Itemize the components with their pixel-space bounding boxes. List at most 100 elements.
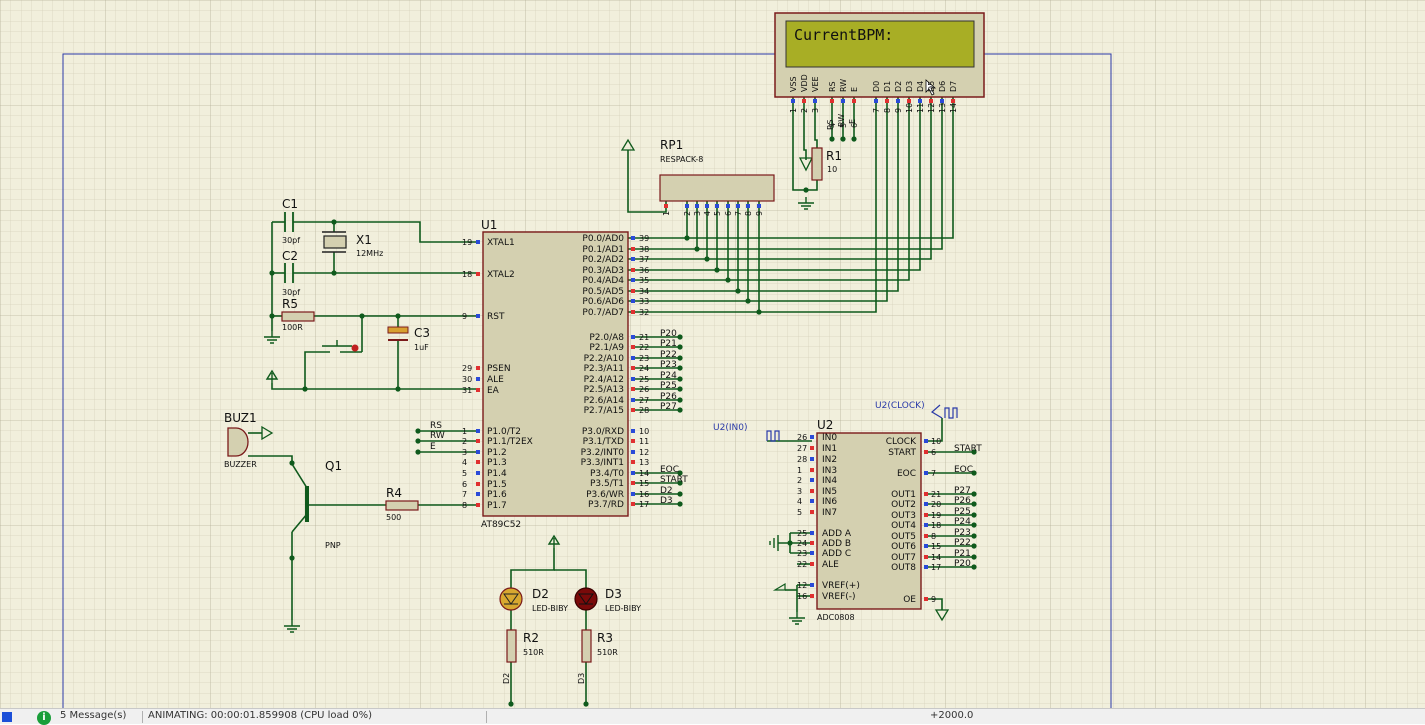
r4-resistor[interactable] [385, 500, 419, 511]
q1-value: PNP [325, 541, 341, 550]
status-separator [486, 711, 487, 723]
animation-status: ANIMATING: 00:00:01.859908 (CPU load 0%) [148, 710, 372, 721]
pin-marker [476, 492, 480, 496]
u1-p2-pin-number: 25 [639, 375, 649, 384]
u2-pin-name: OUT1 [891, 490, 916, 500]
u2-pin-number: 19 [931, 511, 941, 520]
r5-resistor[interactable] [281, 311, 315, 322]
pin-marker [715, 204, 719, 208]
buzzer[interactable] [227, 427, 249, 457]
junction-dot [415, 449, 421, 455]
junction-dot [415, 438, 421, 444]
wire [628, 97, 943, 250]
p2-net-label: P27 [660, 402, 677, 412]
lcd-pin-label: D7 [949, 81, 958, 92]
pin-marker [810, 499, 814, 503]
pin-marker [476, 439, 480, 443]
u1-p2-pin-name: P2.2/A10 [584, 354, 625, 364]
pin-marker [631, 366, 635, 370]
pin-marker [736, 204, 740, 208]
junction-dot [971, 543, 977, 549]
u2-net-label: P26 [954, 496, 971, 506]
u1-p3-pin-number: 12 [639, 448, 649, 457]
u1-pin-number: 6 [462, 480, 467, 489]
r2-resistor[interactable] [506, 629, 517, 663]
pin-marker [924, 523, 928, 527]
r1-resistor[interactable] [811, 147, 823, 181]
lcd-pin-label: VEE [811, 76, 820, 92]
info-icon[interactable]: i [37, 711, 51, 725]
pin-marker [631, 356, 635, 360]
u2-net-label: P24 [954, 517, 971, 527]
q1-base-bar [305, 486, 309, 522]
u2-pin-name: VREF(+) [822, 581, 860, 591]
pin-marker [476, 240, 480, 244]
wire [628, 97, 954, 239]
junction-dot [508, 701, 514, 707]
in0-signal-icon [766, 430, 780, 442]
pin-marker [924, 471, 928, 475]
r4-ref: R4 [386, 486, 402, 500]
pin-marker [810, 551, 814, 555]
r3-resistor[interactable] [581, 629, 592, 663]
junction-dot [269, 313, 275, 319]
u2-net-label: P27 [954, 486, 971, 496]
x1-crystal[interactable] [323, 235, 347, 249]
c1-capacitor[interactable] [284, 212, 294, 232]
d2-led[interactable] [499, 587, 523, 611]
messages-count[interactable]: 5 Message(s) [60, 710, 127, 721]
pin-marker [940, 99, 944, 103]
u1-pin-name: P1.4 [487, 469, 507, 479]
d3-led[interactable] [574, 587, 598, 611]
rp1-pin-number: 2 [683, 211, 692, 216]
c3-ref: C3 [414, 326, 430, 340]
u1-p3-pin-name: P3.3/INT1 [581, 458, 624, 468]
buzzer-sound-icon [261, 425, 274, 441]
c2-capacitor[interactable] [284, 263, 294, 283]
q1-ref: Q1 [325, 459, 342, 473]
u1-pin-number: 19 [462, 238, 472, 247]
u1-p3-pin-number: 13 [639, 458, 649, 467]
scroll-stub-icon[interactable] [2, 712, 12, 722]
junction-dot [415, 428, 421, 434]
u2-pin-number: 23 [797, 549, 807, 558]
pin-marker [746, 204, 750, 208]
pin-marker [631, 471, 635, 475]
u2-ref: U2 [817, 418, 833, 432]
reset-button-state [351, 344, 359, 352]
junction-dot [677, 344, 683, 350]
pin-marker [476, 450, 480, 454]
pin-marker [631, 335, 635, 339]
power-icon [265, 369, 279, 383]
u1-pin-name: P1.7 [487, 501, 507, 511]
u1-p2-pin-number: 21 [639, 333, 649, 342]
schematic-drawing[interactable]: CurrentBPM:VSS1VDD2VEE3RS4RW5E6D07D18D29… [0, 0, 1425, 708]
r5-value: 100R [282, 323, 303, 332]
u1-p0-pin-number: 35 [639, 276, 649, 285]
u2-net-label: P25 [954, 507, 971, 517]
rp1-resistor-pack[interactable] [659, 174, 775, 202]
p2-net-label: P26 [660, 392, 677, 402]
p2-net-label: P20 [660, 329, 677, 339]
u2-pin-name: OUT6 [891, 542, 916, 552]
pin-marker [631, 345, 635, 349]
lcd-pin-label: RW [839, 79, 848, 92]
pin-marker [924, 544, 928, 548]
components [227, 12, 985, 707]
u1-microcontroller[interactable] [482, 231, 629, 517]
u2-pin-number: 7 [931, 469, 936, 478]
c3-capacitor[interactable] [387, 326, 409, 334]
junction-dot [677, 397, 683, 403]
junction-dot [583, 701, 589, 707]
junction-dot [677, 334, 683, 340]
pin-marker [918, 99, 922, 103]
rp1-pin-number: 3 [693, 211, 702, 216]
u2-adc[interactable] [816, 432, 922, 610]
x1-plates [322, 231, 346, 253]
reset-button[interactable] [318, 340, 362, 353]
u1-p0-pin-number: 37 [639, 255, 649, 264]
rp1-pin-number: 5 [713, 211, 722, 216]
u1-pin-number: 31 [462, 386, 472, 395]
wire [271, 383, 478, 390]
